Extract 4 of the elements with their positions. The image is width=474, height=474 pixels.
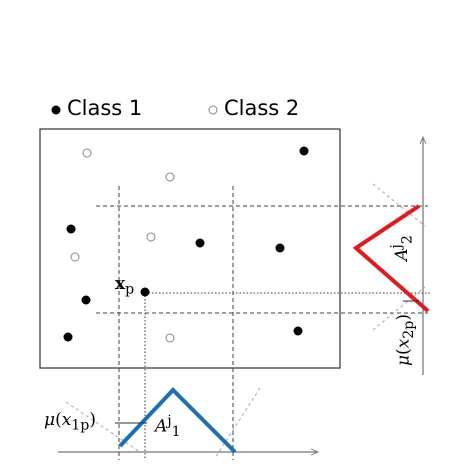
legend-label: Class 2 bbox=[224, 98, 300, 119]
math-label: μ(x$_{1p}$) bbox=[44, 412, 96, 433]
math-label: x$_{p}$ bbox=[115, 276, 134, 297]
legend-label: Class 1 bbox=[67, 98, 142, 119]
